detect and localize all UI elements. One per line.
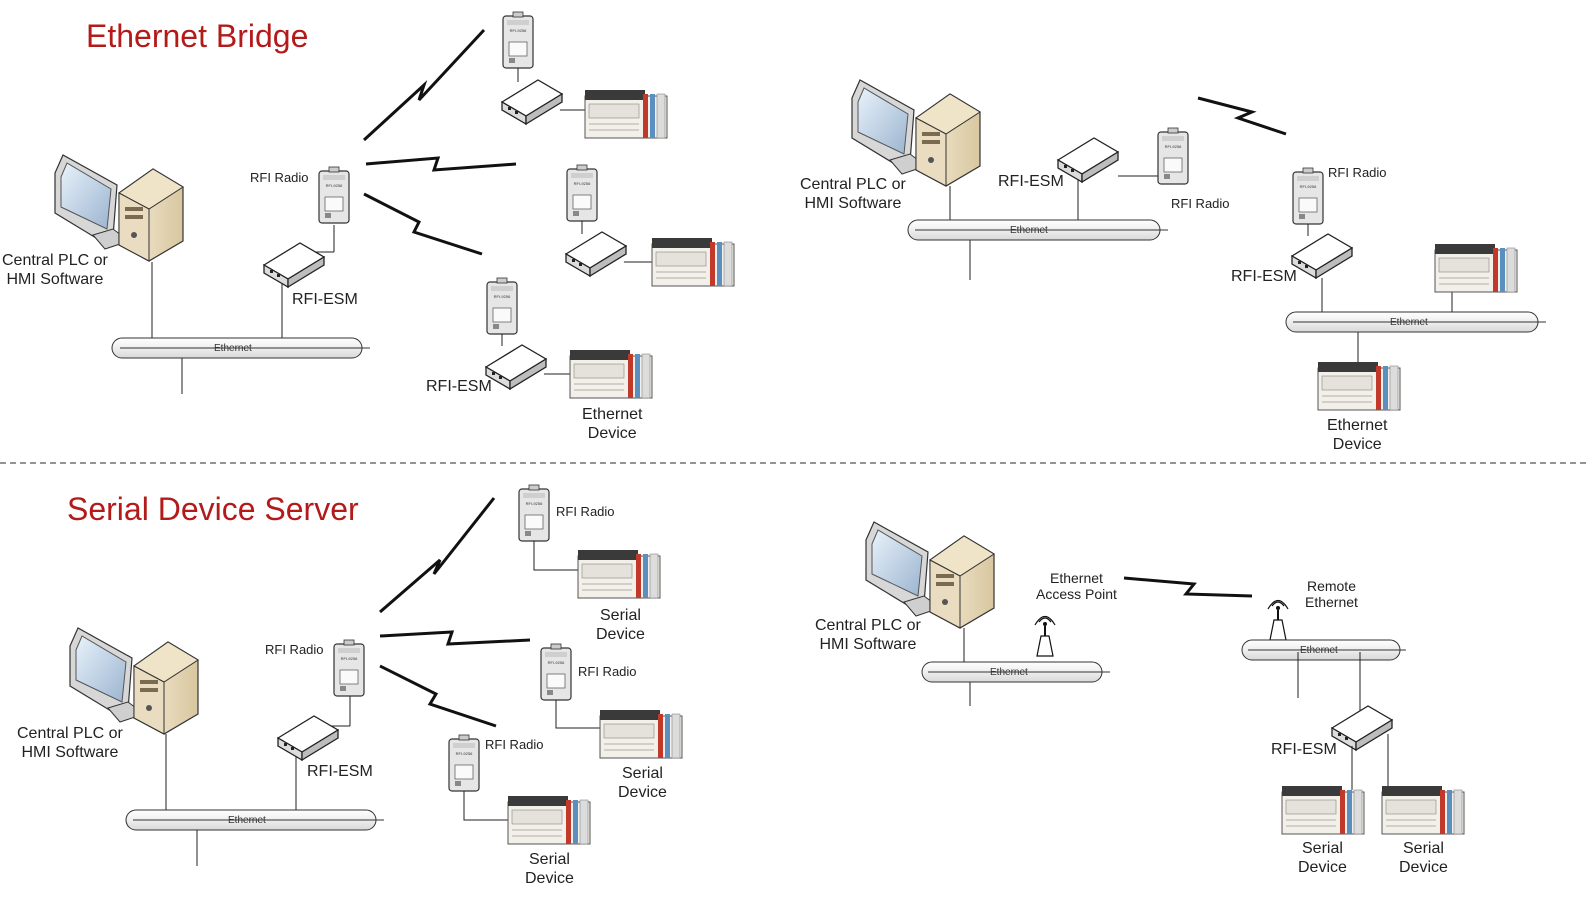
radio-icon: [448, 734, 480, 792]
radio-icon: [566, 164, 598, 222]
radio-badge-label: RFI-9256: [526, 501, 543, 506]
rfi-radio-label: RFI Radio: [1171, 196, 1230, 211]
esm-module-icon: [485, 344, 547, 390]
plc-device-icon: [599, 709, 683, 759]
computer-icon: [851, 79, 981, 187]
plc-device-icon: [569, 349, 653, 399]
ethernet-label: Ethernet: [990, 667, 1028, 678]
bridge-left-group: Ethernet: [54, 11, 735, 399]
radio-icon: [486, 277, 518, 335]
radio-badge-label: RFI-9256: [341, 656, 358, 661]
rfi-radio-label: RFI Radio: [485, 737, 544, 752]
radio-icon: [1292, 167, 1324, 225]
lightning-bolt-icon: [1197, 96, 1287, 136]
radio-icon: [318, 166, 350, 224]
plc-device-icon: [1317, 361, 1401, 411]
radio-badge-label: RFI-9256: [574, 181, 591, 186]
rfi-radio-label: RFI Radio: [250, 170, 309, 185]
lightning-bolt-icon: [364, 156, 518, 172]
radio-badge-label: RFI-9256: [326, 183, 343, 188]
rfi-esm-label: RFI-ESM: [292, 291, 358, 308]
esm-module-icon: [277, 715, 339, 761]
access-point-icon: [1034, 615, 1056, 657]
esm-module-icon: [263, 242, 325, 288]
rfi-esm-label: RFI-ESM: [998, 173, 1064, 190]
bridge-right-group: Ethernet Ethernet: [851, 79, 1546, 411]
radio-badge-label: RFI-9256: [494, 294, 511, 299]
server-right-group: Ethernet Ethernet: [865, 521, 1465, 835]
esm-module-icon: [1291, 233, 1353, 279]
ethernet-label: Ethernet: [1300, 645, 1338, 656]
lightning-bolt-icon: [1123, 576, 1253, 598]
radio-badge-label: RFI-9256: [1165, 144, 1182, 149]
plc-device-icon: [1381, 785, 1465, 835]
section-title-ethernet-bridge: Ethernet Bridge: [86, 18, 309, 54]
rfi-radio-label: RFI Radio: [578, 664, 637, 679]
plc-device-icon: [507, 795, 591, 845]
plc-device-icon: [584, 89, 668, 139]
ethernet-label: Ethernet: [214, 343, 252, 354]
access-point-icon: [1267, 599, 1289, 641]
computer-icon: [54, 154, 184, 262]
radio-icon: [333, 639, 365, 697]
plc-device-icon: [1281, 785, 1365, 835]
radio-badge-label: RFI-9256: [510, 28, 527, 33]
lightning-bolt-icon: [379, 630, 531, 646]
rfi-esm-label: RFI-ESM: [307, 763, 373, 780]
rfi-esm-label: RFI-ESM: [1271, 741, 1337, 758]
radio-icon: [518, 484, 550, 542]
plc-device-icon: [577, 549, 661, 599]
computer-icon: [69, 627, 199, 735]
section-title-serial-device-server: Serial Device Server: [67, 491, 359, 527]
radio-badge-label: RFI-9256: [1300, 184, 1317, 189]
esm-module-icon: [565, 231, 627, 277]
radio-icon: [1157, 127, 1189, 185]
plc-device-icon: [1434, 243, 1518, 293]
radio-icon: [540, 643, 572, 701]
esm-module-icon: [501, 79, 563, 125]
esm-module-icon: [1057, 137, 1119, 183]
radio-icon: [502, 11, 534, 69]
ethernet-label: Ethernet: [228, 815, 266, 826]
esm-module-icon: [1331, 705, 1393, 751]
lightning-bolt-icon: [362, 192, 484, 256]
computer-icon: [865, 521, 995, 629]
lightning-bolt-icon: [379, 664, 497, 728]
rfi-esm-label: RFI-ESM: [426, 378, 492, 395]
rfi-radio-label: RFI Radio: [1328, 165, 1387, 180]
lightning-bolt-icon: [379, 497, 496, 614]
ethernet-label: Ethernet: [1390, 317, 1428, 328]
plc-device-icon: [651, 237, 735, 287]
radio-badge-label: RFI-9256: [456, 751, 473, 756]
rfi-radio-label: RFI Radio: [265, 642, 324, 657]
lightning-bolt-icon: [362, 28, 486, 142]
server-left-group: Ethernet: [69, 484, 683, 866]
radio-badge-label: RFI-9256: [548, 660, 565, 665]
ethernet-label: Ethernet: [1010, 225, 1048, 236]
rfi-esm-label: RFI-ESM: [1231, 268, 1297, 285]
rfi-radio-label: RFI Radio: [556, 504, 615, 519]
